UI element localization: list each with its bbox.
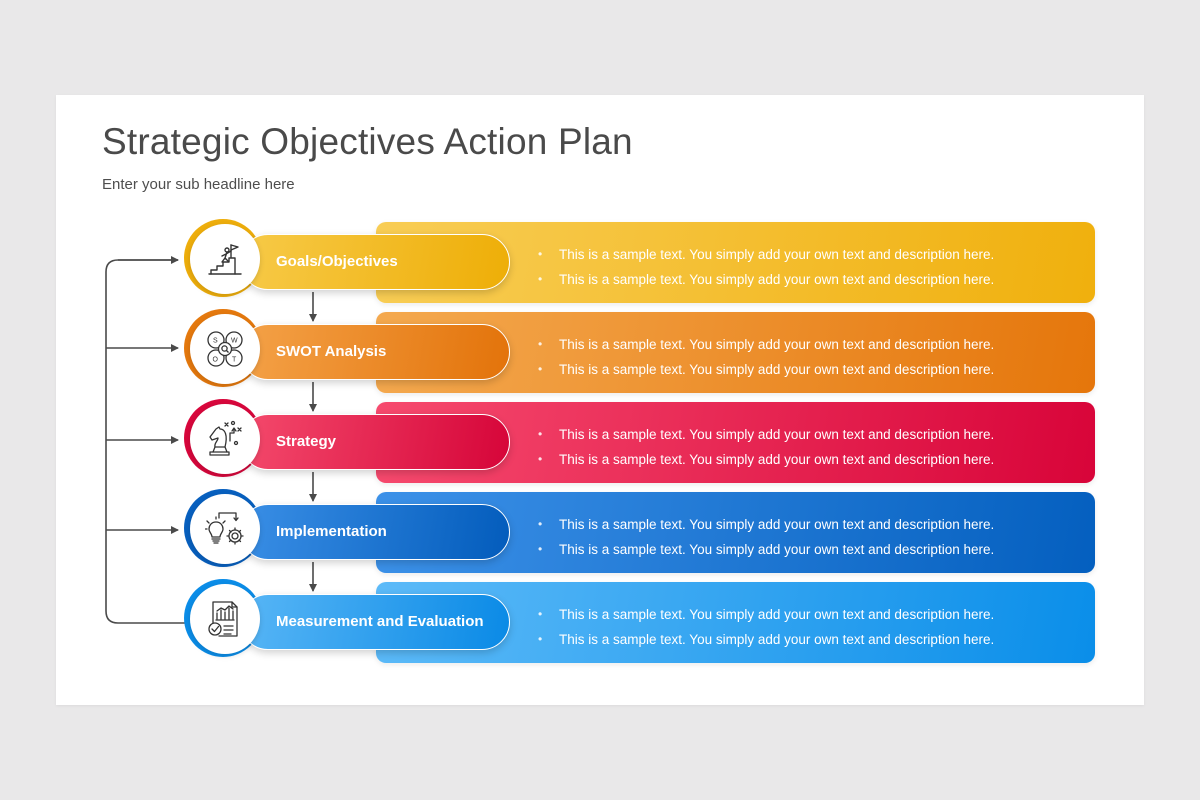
bullet-item: This is a sample text. You simply add yo… [538, 512, 994, 537]
slide: Strategic Objectives Action Plan Enter y… [56, 95, 1144, 705]
step-pill: Strategy [240, 414, 510, 470]
step-pill: Implementation [240, 504, 510, 560]
bullet-list: This is a sample text. You simply add yo… [538, 332, 994, 382]
icon-disc [190, 494, 260, 564]
page-title: Strategic Objectives Action Plan [102, 121, 633, 162]
bullet-item: This is a sample text. You simply add yo… [538, 627, 994, 652]
page-subtitle: Enter your sub headline here [102, 176, 295, 193]
svg-text:W: W [231, 338, 238, 345]
bullet-item: This is a sample text. You simply add yo… [538, 242, 994, 267]
step-pill: Measurement and Evaluation [240, 594, 510, 650]
bullet-item: This is a sample text. You simply add yo… [538, 447, 994, 472]
swot-icon: S W O T [207, 331, 243, 367]
step-row-measurement: This is a sample text. You simply add yo… [56, 550, 1144, 663]
step-label: Implementation [276, 523, 387, 540]
step-pill: Goals/Objectives [240, 234, 510, 290]
bullet-list: This is a sample text. You simply add yo… [538, 242, 994, 292]
lightbulb-gear-icon [205, 512, 244, 545]
bullet-item: This is a sample text. You simply add yo… [538, 422, 994, 447]
svg-text:S: S [213, 338, 218, 345]
svg-text:O: O [213, 357, 219, 364]
svg-text:T: T [232, 357, 237, 364]
bullet-list: This is a sample text. You simply add yo… [538, 512, 994, 562]
bullet-item: This is a sample text. You simply add yo… [538, 537, 994, 562]
bullet-item: This is a sample text. You simply add yo… [538, 357, 994, 382]
step-row-implementation: This is a sample text. You simply add yo… [56, 460, 1144, 573]
bullet-item: This is a sample text. You simply add yo… [538, 267, 994, 292]
icon-disc [190, 404, 260, 474]
step-label: Strategy [276, 433, 337, 450]
step-row-strategy: This is a sample text. You simply add yo… [56, 370, 1144, 483]
step-label: Goals/Objectives [276, 253, 398, 270]
bullet-list: This is a sample text. You simply add yo… [538, 422, 994, 472]
bullet-list: This is a sample text. You simply add yo… [538, 602, 994, 652]
bullet-item: This is a sample text. You simply add yo… [538, 602, 994, 627]
step-row-swot: This is a sample text. You simply add yo… [56, 280, 1144, 393]
bullet-item: This is a sample text. You simply add yo… [538, 332, 994, 357]
climber-flag-icon [208, 244, 242, 275]
step-pill: SWOT Analysis [240, 324, 510, 380]
step-row-goals: This is a sample text. You simply add yo… [56, 190, 1144, 303]
step-label: Measurement and Evaluation [276, 613, 484, 630]
step-label: SWOT Analysis [276, 343, 387, 360]
report-chart-check-icon [208, 601, 238, 637]
chess-knight-strategy-icon [209, 420, 242, 456]
